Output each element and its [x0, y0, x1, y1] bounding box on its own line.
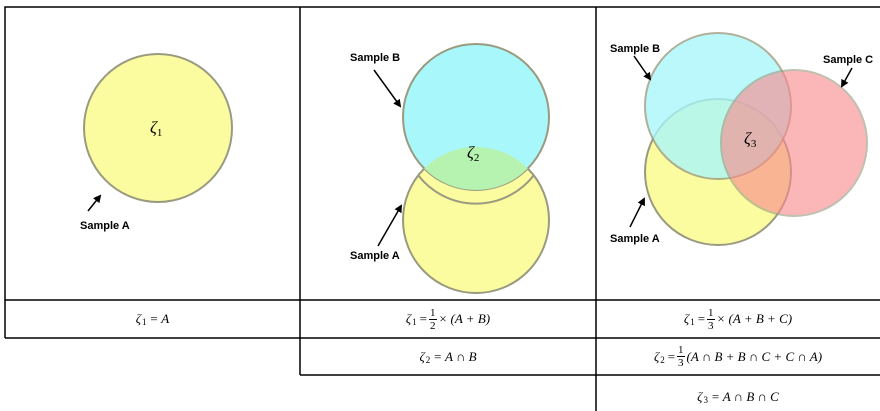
circle-sample-a — [83, 53, 233, 203]
arrow-sample-b — [633, 55, 652, 81]
zeta-2-symbol: ζ2 — [467, 143, 479, 164]
panel-3: ζ3 Sample B Sample C Sample A — [610, 32, 873, 246]
arrow-sample-a — [629, 197, 645, 228]
panel-2: ζ2 Sample B Sample A — [350, 43, 550, 294]
arrow-sample-b — [373, 69, 402, 108]
overlap-edge-a — [417, 174, 535, 205]
figure-border — [4, 6, 880, 301]
arrow-sample-a — [377, 204, 402, 247]
label-sample-b: Sample B — [610, 43, 660, 55]
label-sample-b: Sample B — [350, 52, 400, 64]
table-grid — [4, 6, 880, 411]
zeta-1-symbol: ζ1 — [150, 118, 162, 139]
circle-sample-c — [720, 69, 868, 217]
panel-1: ζ1 Sample A — [80, 53, 233, 232]
zeta-3-symbol: ζ3 — [744, 129, 757, 150]
label-sample-c: Sample C — [823, 54, 873, 66]
label-sample-a: Sample A — [80, 220, 130, 232]
arrow-sample-c — [841, 67, 853, 88]
label-sample-a: Sample A — [350, 250, 400, 262]
arrow-sample-a — [87, 194, 102, 212]
label-sample-a: Sample A — [610, 233, 660, 245]
